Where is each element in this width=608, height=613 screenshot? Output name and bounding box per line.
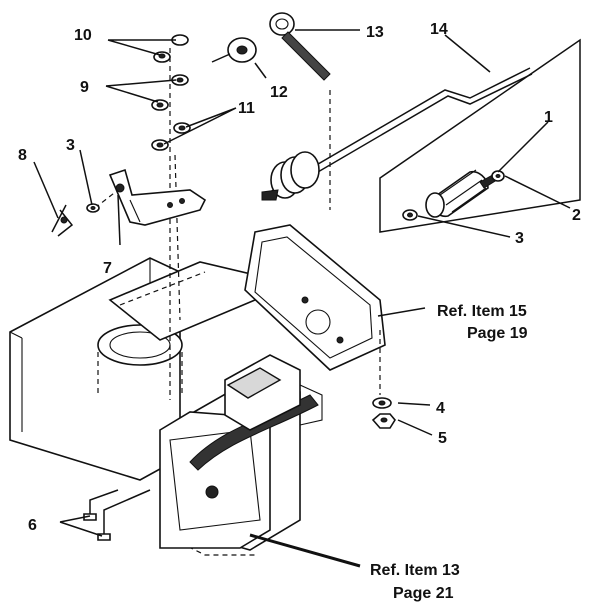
callout-9: 9 [80, 79, 89, 96]
ref-item-13-line2: Page 21 [393, 585, 454, 602]
callout-8: 8 [18, 147, 27, 164]
nut-10 [153, 34, 189, 63]
ref-item-15-line1: Ref. Item 15 [437, 303, 527, 320]
callout-7: 7 [103, 260, 112, 277]
reference-labels: Ref. Item 15 Page 19 Ref. Item 13 Page 2… [370, 303, 528, 602]
callout-1: 1 [544, 109, 553, 126]
callout-12: 12 [270, 84, 288, 101]
control-rod-14 [261, 67, 533, 201]
ref-item-15-line2: Page 19 [467, 325, 528, 342]
bracket-7 [94, 168, 207, 226]
callout-14: 14 [430, 21, 448, 38]
callout-2: 2 [572, 207, 581, 224]
clip-pin-8 [51, 204, 74, 237]
frame-bracket [224, 224, 386, 431]
bolt-6 [83, 489, 151, 541]
washer-4 [372, 397, 392, 409]
callout-13: 13 [366, 24, 384, 41]
callout-6: 6 [28, 517, 37, 534]
callout-10: 10 [74, 27, 92, 44]
callout-11: 11 [238, 100, 255, 117]
callout-5: 5 [438, 430, 447, 447]
auger-housing [9, 257, 319, 556]
detail-panel [379, 38, 581, 233]
callout-labels: 1 2 3 3 4 5 6 7 8 9 10 11 12 13 14 [18, 21, 581, 534]
callout-3-left: 3 [66, 137, 75, 154]
callout-3-right: 3 [515, 230, 524, 247]
washer-11 [151, 122, 191, 151]
washer-3-left [86, 203, 100, 213]
callout-4: 4 [436, 400, 445, 417]
roller-12 [211, 37, 257, 63]
leader-lines [33, 29, 571, 568]
nut-5 [371, 413, 396, 429]
ref-item-13-line1: Ref. Item 13 [370, 562, 460, 579]
eyebolt-13 [269, 12, 331, 210]
washer-9 [151, 74, 189, 111]
